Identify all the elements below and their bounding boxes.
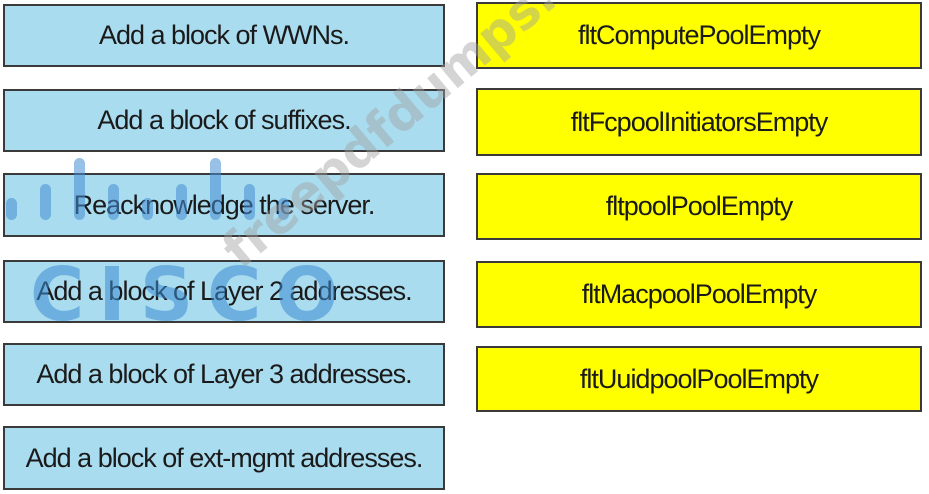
answer-box-wwns[interactable]: Add a block of WWNs.	[3, 4, 445, 67]
answer-box-ext-mgmt[interactable]: Add a block of ext-mgmt addresses.	[3, 426, 445, 490]
fault-box-pool[interactable]: fltpoolPoolEmpty	[476, 173, 922, 240]
answer-box-suffixes[interactable]: Add a block of suffixes.	[3, 89, 445, 152]
answer-box-layer3[interactable]: Add a block of Layer 3 addresses.	[3, 343, 445, 406]
fault-box-compute-pool[interactable]: fltComputePoolEmpty	[476, 2, 922, 69]
fault-box-fcpool-initiators[interactable]: fltFcpoolInitiatorsEmpty	[476, 88, 922, 156]
answer-box-reacknowledge[interactable]: Reacknowledge the server.	[3, 173, 445, 237]
fault-box-uuidpool[interactable]: fltUuidpoolPoolEmpty	[476, 346, 922, 412]
cisco-logo-text: CISCO	[30, 252, 353, 338]
answer-box-layer2[interactable]: Add a block of Layer 2 addresses.	[3, 260, 445, 323]
fault-box-macpool[interactable]: fltMacpoolPoolEmpty	[476, 261, 922, 328]
